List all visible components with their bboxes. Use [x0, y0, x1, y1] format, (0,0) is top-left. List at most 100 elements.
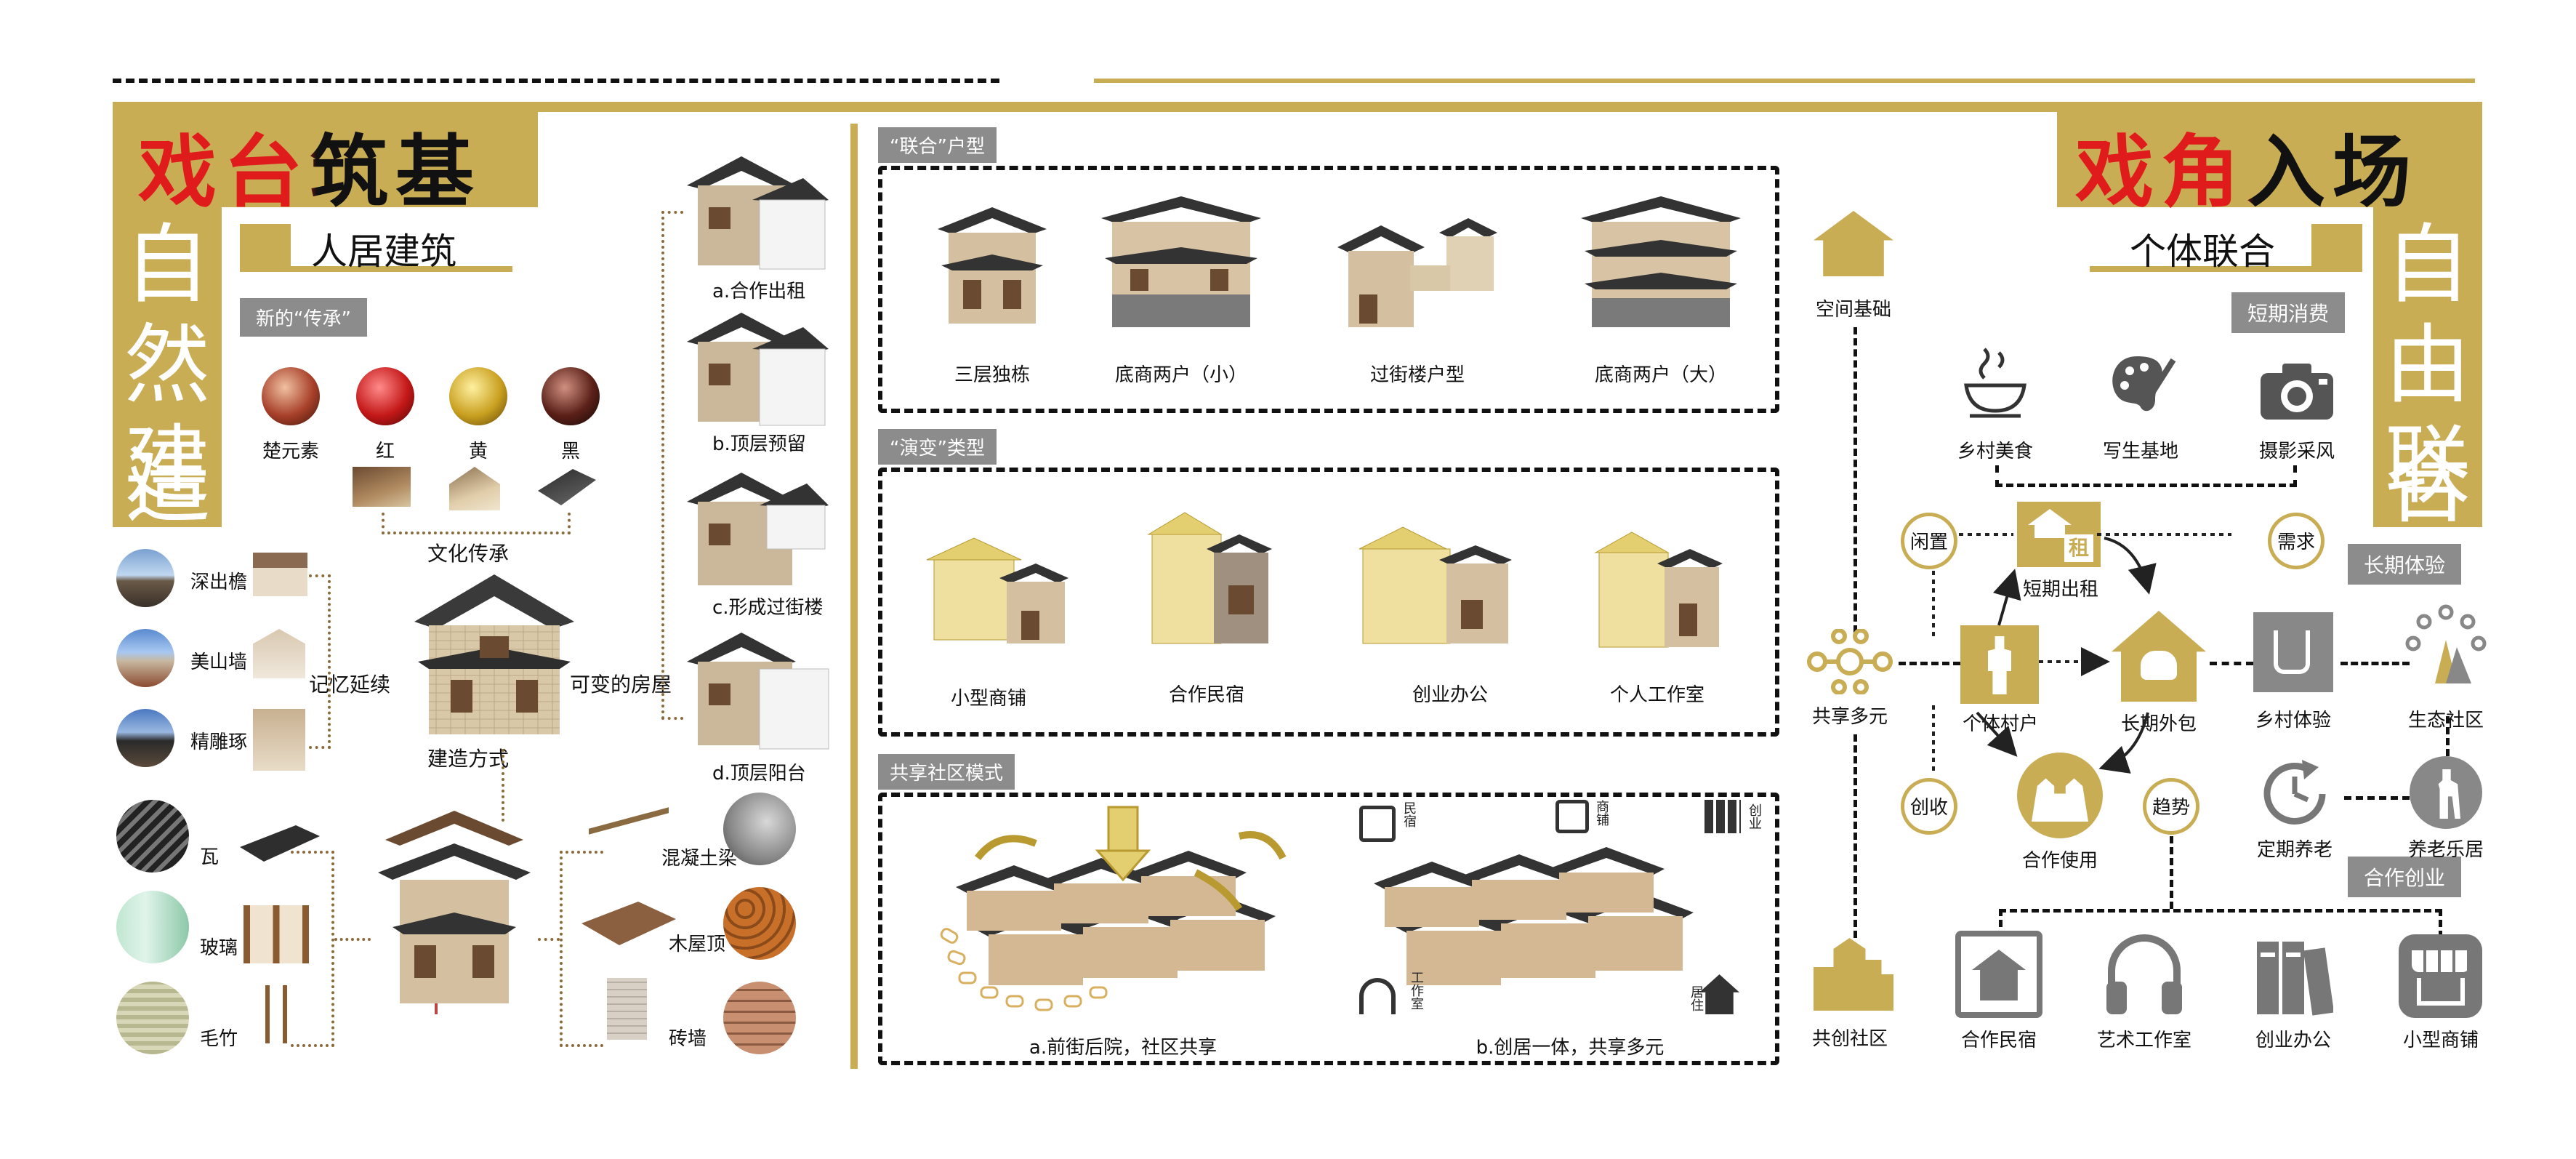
link-outsource-village — [2210, 662, 2253, 665]
bottom-label-office: 创业办公 — [2255, 1030, 2332, 1051]
link-regular-elderly — [2344, 796, 2410, 800]
right-vertical-char: 由 — [2384, 315, 2471, 415]
memory-thumb-3 — [253, 709, 305, 771]
material-concrete-photo — [723, 793, 796, 865]
bottom-label-shop: 小型商铺 — [2402, 1030, 2479, 1051]
shop-awning-icon — [2412, 950, 2470, 972]
right-vertical-char: 合 — [2384, 435, 2471, 535]
eco-icon — [2402, 603, 2490, 691]
left-title: 戏台筑基 — [138, 109, 481, 222]
community-caption-b: b.创居一体，共享多元 — [1476, 1037, 1665, 1059]
paint-icon — [2104, 349, 2177, 422]
sphere-red — [356, 367, 414, 425]
exploded-house — [371, 811, 538, 1014]
material-label-brick: 砖墙 — [669, 1028, 707, 1050]
evolution-label-3: 创业办公 — [1412, 684, 1489, 706]
variant-label-d: d.顶层阳台 — [712, 763, 806, 785]
rent-icon: 租 — [2017, 502, 2101, 567]
left-vertical-title-last: 造 — [113, 435, 222, 535]
divider-vertical — [850, 124, 858, 1069]
label-build: 建造方式 — [427, 747, 510, 771]
box-evolution — [878, 468, 1779, 737]
bottom-label-art: 艺术工作室 — [2096, 1030, 2192, 1051]
coop-to-bottom — [2170, 836, 2173, 909]
harvest-badge — [1901, 778, 1957, 835]
left-vertical-char: 自 — [124, 214, 210, 315]
evolution-label-4: 个人工作室 — [1609, 684, 1705, 706]
left-title-block — [113, 102, 538, 207]
materials-right-bracket — [560, 851, 603, 1047]
variant-house-d — [680, 625, 832, 753]
roof-thumb-1 — [353, 467, 411, 507]
regular-label: 定期养老 — [2256, 839, 2333, 861]
bottom-office-icon — [2253, 938, 2333, 1018]
studio-icon — [1359, 978, 1396, 1014]
community-scene-a — [934, 800, 1312, 1018]
memory-thumb-2 — [253, 629, 305, 678]
color-label-yellow: 黄 — [468, 441, 488, 462]
regular-icon — [2257, 756, 2333, 833]
top-gold-line-right — [1094, 79, 2475, 83]
material-brick-part — [607, 978, 647, 1040]
idle-label: 闲置 — [1909, 532, 1949, 553]
bottom-shop-icon — [2399, 934, 2482, 1018]
combined-house-2 — [1094, 193, 1268, 331]
variants-bracket — [661, 211, 683, 720]
coop-label: 合作使用 — [2021, 850, 2098, 872]
build-link — [502, 749, 504, 822]
trend-badge — [2143, 778, 2199, 835]
villager-icon — [1960, 625, 2039, 704]
material-label-concrete: 混凝土梁 — [661, 848, 738, 870]
short-label-photo: 摄影采风 — [2258, 441, 2335, 462]
sphere-chu — [262, 367, 320, 425]
axis-cocreate-label: 共创社区 — [1811, 1028, 1888, 1050]
combined-house-4 — [1574, 193, 1748, 331]
link-elderly-up — [2446, 716, 2450, 756]
material-brick-photo — [723, 982, 796, 1054]
memory-label-1: 深出檐 — [190, 572, 248, 593]
memory-photo-2 — [116, 629, 174, 687]
variant-house-a — [680, 149, 832, 273]
material-label-bamboo: 毛竹 — [200, 1028, 238, 1050]
sphere-yellow — [449, 367, 507, 425]
memory-label-2: 美山墙 — [190, 651, 248, 673]
memory-label-3: 精雕琢 — [190, 731, 248, 753]
axis-space-label: 空间基础 — [1815, 299, 1892, 321]
hand-icon — [2274, 630, 2310, 674]
evolution-label-2: 合作民宿 — [1168, 684, 1245, 706]
right-vertical-char: 自 — [2384, 214, 2471, 315]
left-vertical-block — [113, 207, 222, 527]
shop-icon — [1555, 800, 1589, 833]
top-dashed-line — [113, 79, 999, 83]
studio-label: 工作室 — [1409, 971, 1424, 1010]
axis-line-top — [1853, 327, 1857, 633]
home-label: 居住 — [1689, 985, 1704, 1011]
central-house — [407, 571, 581, 738]
bottom-inn-icon — [1955, 931, 2042, 1018]
tag-evolution: “演变”类型 — [878, 429, 997, 465]
need-label: 需求 — [2277, 532, 2316, 553]
combined-house-1 — [930, 204, 1054, 327]
short-bracket — [1995, 465, 2297, 487]
sphere-black — [542, 367, 600, 425]
roof-thumb-3 — [538, 469, 596, 505]
inn-label: 民宿 — [1401, 801, 1417, 827]
need-badge — [2268, 513, 2325, 569]
section-underline-right — [2090, 266, 2362, 272]
material-bamboo-part — [265, 985, 287, 1043]
short-label-paint: 写生基地 — [2102, 441, 2179, 462]
elderly-label: 养老乐居 — [2407, 839, 2484, 861]
coop-icon — [2017, 753, 2103, 838]
outsource-label: 长期外包 — [2120, 713, 2197, 735]
color-label-black: 黑 — [560, 441, 581, 462]
label-memory: 记忆延续 — [309, 673, 391, 697]
material-tile-photo — [116, 800, 189, 873]
bottom-inn-roof-icon — [1972, 950, 2026, 1000]
combined-label-4: 底商两户（大） — [1594, 364, 1728, 386]
material-label-tile: 瓦 — [200, 846, 220, 868]
materials-left-link — [334, 938, 371, 941]
memory-thumb-1 — [253, 553, 307, 596]
label-variable: 可变的房屋 — [567, 669, 675, 698]
shop-label: 商铺 — [1594, 800, 1609, 826]
idle-badge — [1901, 513, 1957, 569]
